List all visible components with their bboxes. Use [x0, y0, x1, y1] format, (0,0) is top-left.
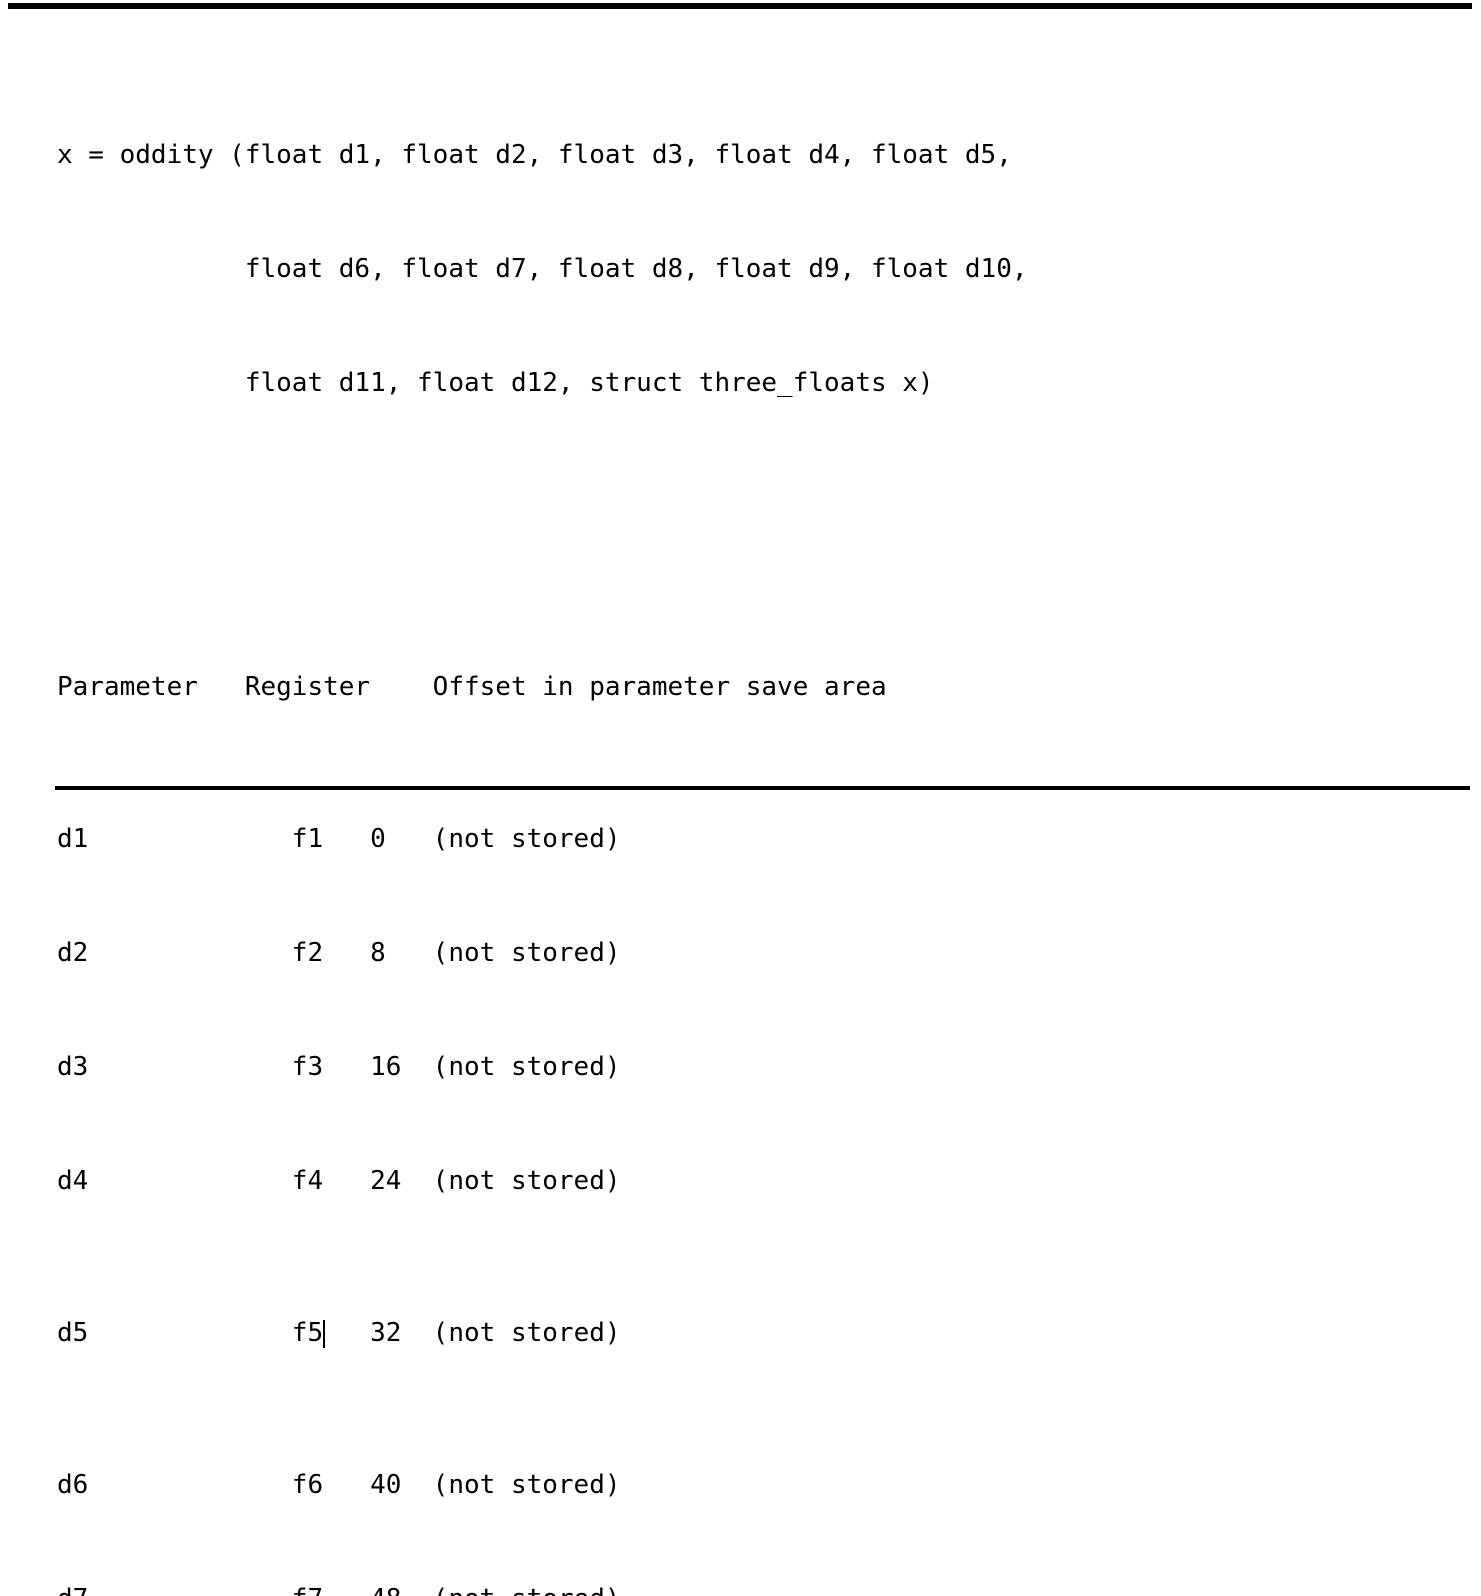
signature-line-3: float d11, float d12, struct three_float…: [57, 368, 934, 398]
code-listing-figure: x = oddity (float d1, float d2, float d3…: [8, 3, 1472, 1596]
listing-text-block[interactable]: x = oddity (float d1, float d2, float d3…: [57, 22, 1457, 1596]
signature-line-1: x = oddity (float d1, float d2, float d3…: [57, 140, 1012, 170]
table-header-row: Parameter Register Offset in parameter s…: [57, 672, 887, 702]
blank-separator-line: [57, 516, 1457, 554]
table-row-with-caret[interactable]: d5 f5 32 (not stored): [57, 1314, 1457, 1352]
signature-line-2: float d6, float d7, float d8, float d9, …: [57, 254, 1028, 284]
top-rule-divider: [8, 3, 1472, 9]
table-row[interactable]: d6 f6 40 (not stored): [57, 1470, 621, 1500]
table-row[interactable]: d2 f2 8 (not stored): [57, 938, 621, 968]
table-row-head: d5 f5: [57, 1318, 324, 1348]
table-row[interactable]: d1 f1 0 (not stored): [57, 824, 621, 854]
table-row[interactable]: d7 f7 48 (not stored): [57, 1580, 1457, 1596]
table-row-tail: 32 (not stored): [323, 1318, 621, 1348]
table-row[interactable]: d4 f4 24 (not stored): [57, 1166, 621, 1196]
table-row[interactable]: d3 f3 16 (not stored): [57, 1052, 621, 1082]
bottom-rule-divider: [55, 786, 1470, 790]
